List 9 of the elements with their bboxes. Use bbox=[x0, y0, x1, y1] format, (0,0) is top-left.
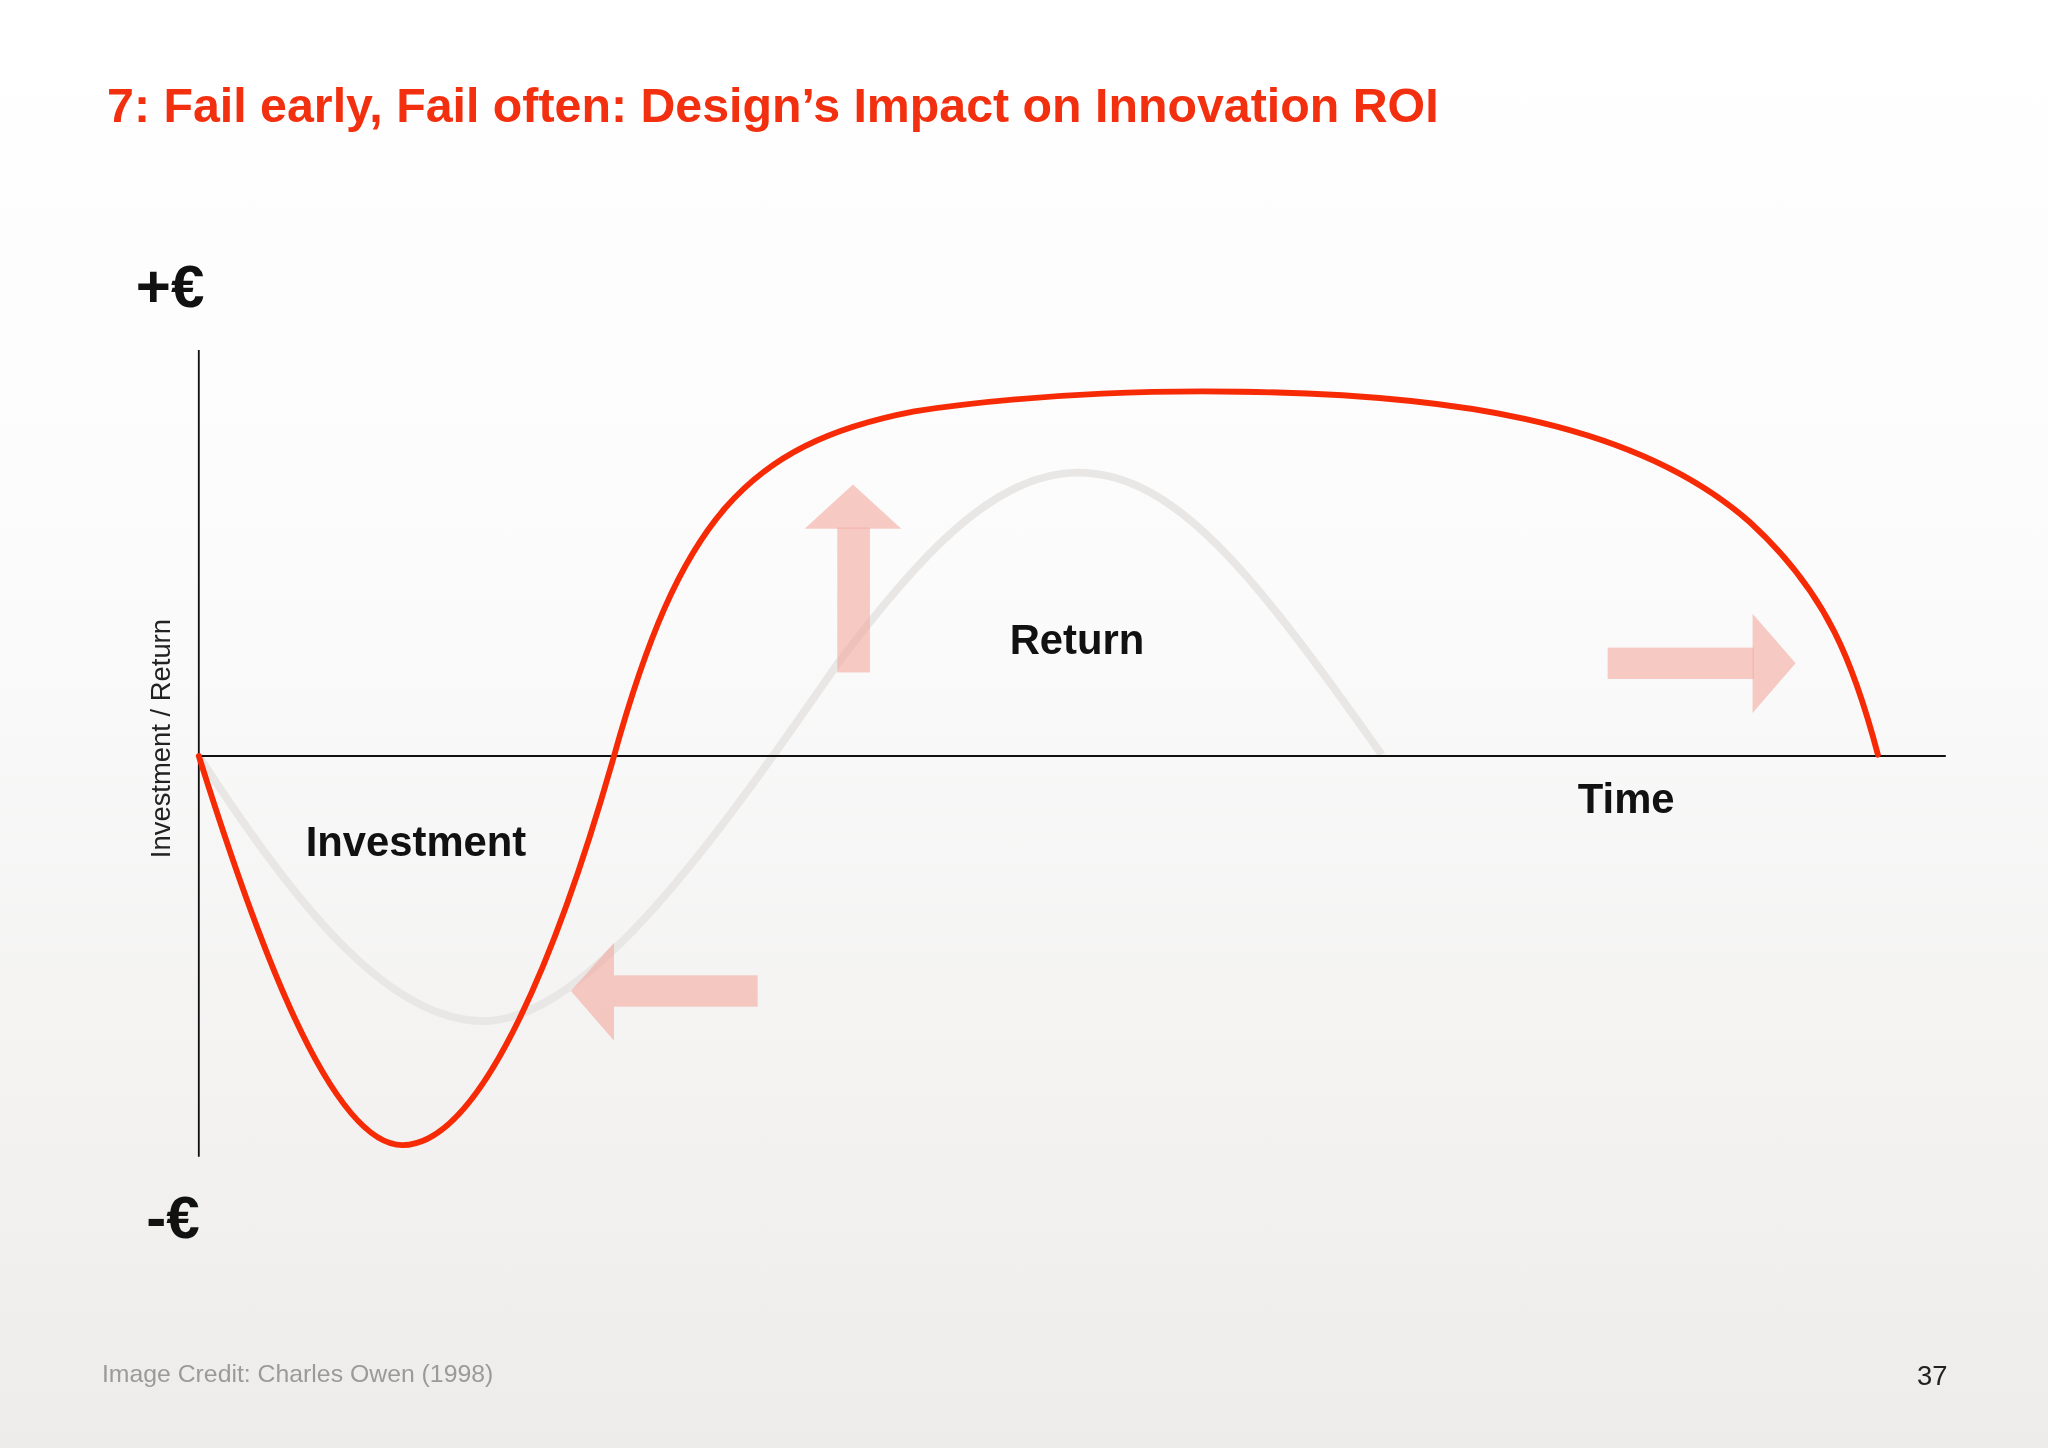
axis-label: Time bbox=[1577, 774, 1675, 823]
axis-title: Investment / Return bbox=[144, 619, 177, 859]
image-credit: Image Credit: Charles Owen (1998) bbox=[101, 1359, 494, 1389]
region-label: Return bbox=[1009, 616, 1145, 665]
region-label: Investment bbox=[305, 817, 527, 866]
axis-label: -€ bbox=[146, 1183, 200, 1253]
slide-title: 7: Fail early, Fail often: Design’s Impact on Innovation ROI bbox=[107, 78, 1439, 134]
page-number: 37 bbox=[1916, 1359, 1948, 1392]
axis-label: +€ bbox=[135, 252, 205, 322]
